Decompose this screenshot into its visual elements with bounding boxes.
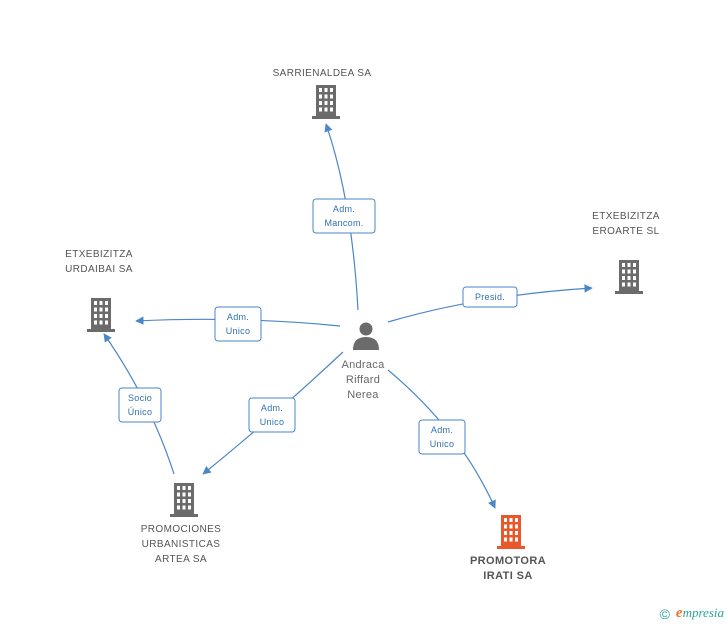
company-name: PROMOTORA <box>470 555 546 567</box>
company-name: ETXEBIZITZA <box>592 211 660 222</box>
edge-person-promotora-irati: Adm. Unico <box>387 369 496 509</box>
building-icon[interactable] <box>615 260 643 294</box>
edge-label-text: Adm. <box>431 425 453 435</box>
edge-person-etxebizitza-urdaibai: Adm. Unico <box>135 306 341 342</box>
edge-label-text: Socio <box>128 393 152 403</box>
building-icon[interactable] <box>497 515 525 549</box>
edge-label-text: Unico <box>260 417 285 427</box>
edge-label-text: Mancom. <box>324 218 363 228</box>
edge-person-promociones-urbanisticas: Adm. Unico <box>202 351 344 475</box>
edge-person-sarrienaldea: Adm. Mancom. <box>312 123 376 311</box>
edge-label-text: Unico <box>226 326 251 336</box>
edge-label-text: Adm. <box>227 312 249 322</box>
person-icon[interactable] <box>353 322 379 351</box>
person-name: Andraca <box>341 359 385 371</box>
edge-label-box[interactable] <box>248 397 296 433</box>
edge-label-box[interactable] <box>312 198 376 234</box>
footer-brand: © empresia <box>660 605 724 622</box>
building-icon[interactable] <box>170 483 198 517</box>
edge-label-box[interactable] <box>214 306 262 342</box>
edge-label-text: Unico <box>430 439 455 449</box>
brand-logo[interactable]: empresia <box>675 605 724 621</box>
copyright-icon: © <box>659 605 670 622</box>
company-name: EROARTE SL <box>592 226 659 237</box>
company-name: ETXEBIZITZA <box>65 249 133 260</box>
person-name: Nerea <box>347 389 379 401</box>
company-name: URBANISTICAS <box>142 539 221 550</box>
edge-label-text: Adm. <box>333 204 355 214</box>
company-name: ARTEA SA <box>155 554 207 565</box>
node-etxebizitza-eroarte[interactable]: ETXEBIZITZA EROARTE SL <box>592 211 660 294</box>
company-name: SARRIENALDEA SA <box>273 68 372 79</box>
building-icon[interactable] <box>312 85 340 119</box>
company-name: URDAIBAI SA <box>65 264 133 275</box>
edge-person-etxebizitza-eroarte: Presid. <box>387 284 593 323</box>
person-name: Riffard <box>346 374 380 386</box>
edge-label-box[interactable] <box>462 286 518 308</box>
edge-label-text: Adm. <box>261 403 283 413</box>
node-etxebizitza-urdaibai[interactable]: ETXEBIZITZA URDAIBAI SA <box>65 249 133 332</box>
node-sarrienaldea[interactable]: SARRIENALDEA SA <box>273 68 372 119</box>
building-icon[interactable] <box>87 298 115 332</box>
edge-label-box[interactable] <box>118 387 162 423</box>
edge-label-box[interactable] <box>418 419 466 455</box>
edge-label-text: Único <box>128 407 153 417</box>
company-name: PROMOCIONES <box>141 524 222 535</box>
node-promociones-urbanisticas[interactable]: PROMOCIONES URBANISTICAS ARTEA SA <box>141 483 222 565</box>
company-name: IRATI SA <box>483 570 532 582</box>
edge-label-text: Presid. <box>475 292 505 302</box>
node-promotora-irati[interactable]: PROMOTORA IRATI SA <box>470 515 546 582</box>
